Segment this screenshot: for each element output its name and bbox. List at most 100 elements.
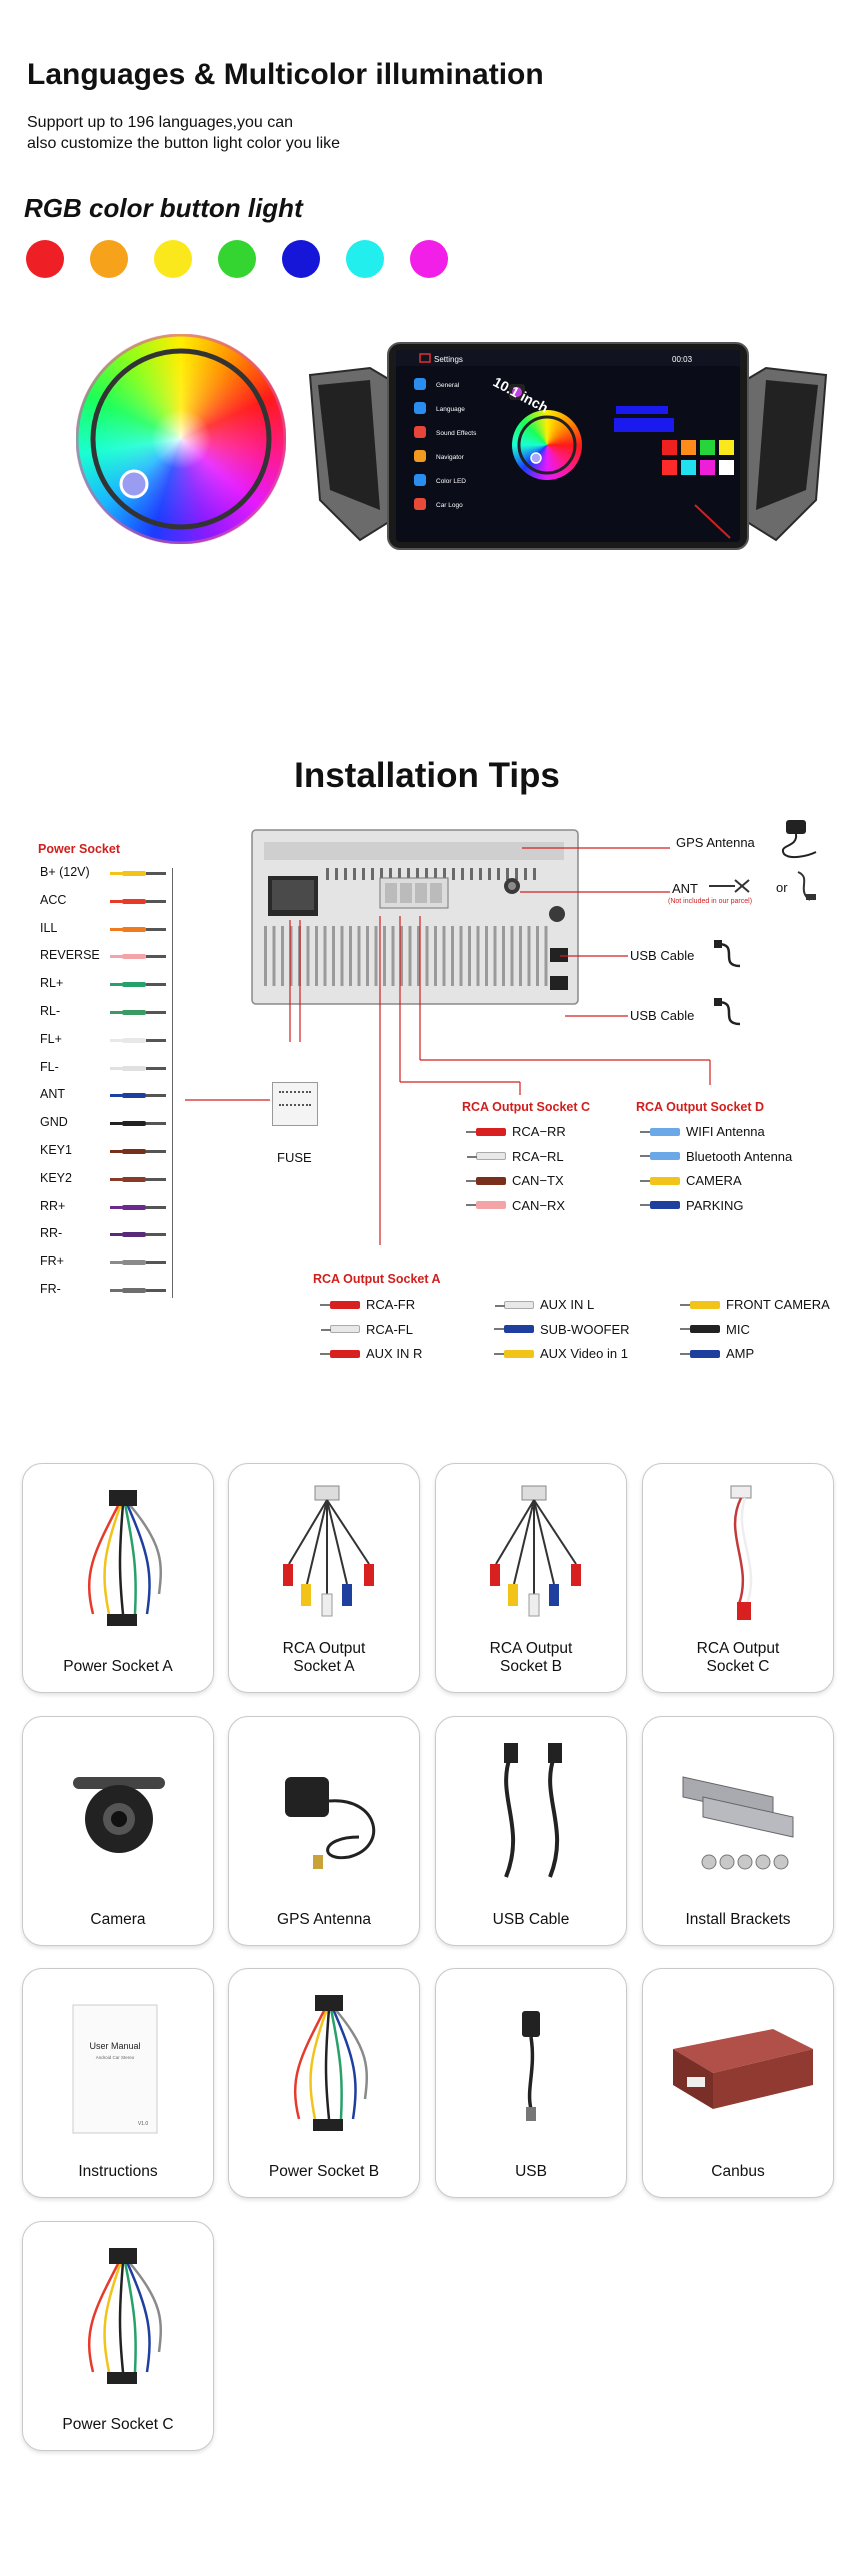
wire-segment xyxy=(146,1177,166,1181)
usb-cable-icon xyxy=(714,940,741,968)
color-swatch xyxy=(346,240,384,278)
accessory-card: RCA Output Socket C xyxy=(642,1463,834,1693)
rca-connector-item: AUX Video in 1 xyxy=(494,1345,628,1363)
rca-plug-icon xyxy=(466,1176,506,1185)
color-tile xyxy=(700,440,715,455)
accessory-card: RCA Output Socket B xyxy=(435,1463,627,1693)
rca-connector-item: AUX IN R xyxy=(320,1345,423,1363)
rca-connector-label: MIC xyxy=(726,1321,750,1337)
description-line-1: Support up to 196 languages,you can xyxy=(27,114,293,131)
rca-plug-icon xyxy=(495,1300,534,1309)
color-tile xyxy=(681,440,696,455)
wire-segment xyxy=(146,1011,166,1014)
rca-connector-item: RCA−RL xyxy=(467,1148,564,1166)
settings-label: Settings xyxy=(434,355,463,364)
wire-segment xyxy=(122,1260,146,1266)
power-wire-row: RL- xyxy=(40,1003,172,1021)
languages-description: Support up to 196 languages,you can also… xyxy=(27,112,447,154)
wire-segment xyxy=(146,1150,166,1153)
fuse-block xyxy=(272,1082,318,1126)
menu-item-label: Color LED xyxy=(436,478,466,485)
rgb-color-title: RGB color button light xyxy=(24,193,303,223)
rca-connector-label: CAMERA xyxy=(686,1173,742,1189)
rca-connector-label: WIFI Antenna xyxy=(686,1124,765,1140)
accessory-name: Install Brackets xyxy=(685,1911,791,1928)
wire-segment xyxy=(110,1066,122,1070)
rca-connector-item: Bluetooth Antenna xyxy=(640,1148,792,1166)
wire-segment xyxy=(146,899,166,903)
rca-plug-icon xyxy=(680,1349,720,1358)
rca-connector-item: CAN−TX xyxy=(466,1172,564,1190)
color-wheel-icon xyxy=(76,334,286,544)
color-tile xyxy=(719,460,734,475)
rca-connector-item: SUB-WOOFER xyxy=(494,1321,630,1339)
rca-connector-label: RCA-FR xyxy=(366,1297,416,1313)
power-socket-title: Power Socket xyxy=(38,842,120,856)
wire-segment xyxy=(122,1232,146,1238)
bracket-icon xyxy=(682,1776,794,1870)
wire-segment xyxy=(110,1094,122,1098)
or-label: or xyxy=(776,880,788,895)
rca-connector-label: RCA−RL xyxy=(512,1148,564,1164)
power-wire-label: B+ (12V) xyxy=(40,865,90,879)
rca-plug-icon xyxy=(320,1300,360,1309)
power-wire-label: KEY1 xyxy=(40,1143,72,1157)
rca-plug-icon xyxy=(640,1176,680,1185)
rca-connector-item: WIFI Antenna xyxy=(640,1123,765,1141)
accessory-name: RCA Output Socket B xyxy=(489,1640,573,1675)
rca-socket-c-title: RCA Output Socket C xyxy=(462,1100,591,1114)
rca-plug-icon xyxy=(680,1300,720,1309)
menu-item-label: Car Logo xyxy=(436,502,463,509)
rca-connector-label: AUX IN R xyxy=(366,1346,423,1362)
power-wire-label: FR- xyxy=(40,1282,61,1296)
clock-label: 00:03 xyxy=(672,355,693,364)
wire-segment xyxy=(110,983,122,987)
accessory-name: Camera xyxy=(90,1911,146,1928)
ant-note: (Not included in our parcel) xyxy=(668,898,753,905)
power-wire-label: RL+ xyxy=(40,976,64,991)
wire-segment xyxy=(110,1233,122,1237)
rca-socket-a-title: RCA Output Socket A xyxy=(313,1272,441,1286)
fuse-label: FUSE xyxy=(277,1150,312,1165)
power-wire-row: ACC xyxy=(40,892,172,910)
wire-segment xyxy=(110,899,122,903)
power-wire-label: ILL xyxy=(40,920,58,935)
wire-segment xyxy=(122,1093,146,1099)
rca-connector-item: PARKING xyxy=(640,1197,744,1215)
menu-item-icon xyxy=(414,498,426,510)
accessory-name: RCA Output Socket C xyxy=(696,1640,780,1675)
power-wire-row: RL+ xyxy=(40,975,172,993)
wire-segment xyxy=(146,1289,166,1292)
rca-plug-icon xyxy=(320,1349,360,1358)
rca-connector-label: SUB-WOOFER xyxy=(540,1321,630,1337)
power-wire-label: FR+ xyxy=(40,1254,64,1269)
accessory-card: Power Socket C xyxy=(22,2221,214,2451)
menu-item-label: Sound Effects xyxy=(436,430,477,437)
accessory-name: GPS Antenna xyxy=(277,1911,371,1928)
wire-segment xyxy=(146,1122,166,1126)
harness-icon xyxy=(87,2248,163,2384)
wire-segment xyxy=(110,1261,122,1265)
power-wire-row: RR+ xyxy=(40,1198,172,1216)
wire-segment xyxy=(110,1205,122,1209)
rca-connector-label: RCA−RR xyxy=(512,1124,566,1140)
wire-segment xyxy=(110,927,122,931)
wire-segment xyxy=(146,1261,166,1265)
accessory-card: USB Cable xyxy=(435,1716,627,1946)
wire-segment xyxy=(122,954,146,960)
usb-cable-label-2: USB Cable xyxy=(630,1008,695,1023)
manual-version: V1.0 xyxy=(138,2121,149,2127)
wire-segment xyxy=(110,1289,122,1292)
rca-connector-label: FRONT CAMERA xyxy=(726,1297,830,1313)
power-wire-row: ANT xyxy=(40,1086,172,1104)
accessory-name: RCA Output Socket A xyxy=(282,1640,366,1675)
color-swatch xyxy=(90,240,128,278)
accessory-card: Camera xyxy=(22,1716,214,1946)
power-wire-row: FR- xyxy=(40,1281,172,1299)
gps-antenna-icon xyxy=(285,1777,376,1869)
color-swatch xyxy=(218,240,256,278)
